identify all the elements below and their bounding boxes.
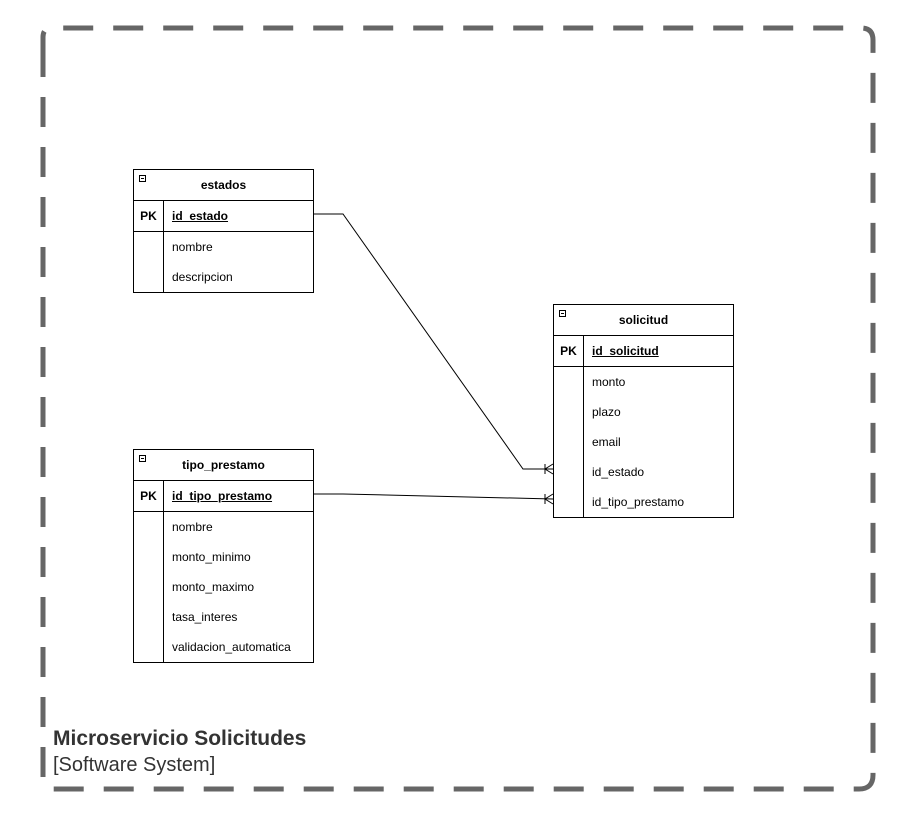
field-row[interactable]: id_estado (592, 465, 645, 479)
collapse-icon[interactable] (139, 455, 146, 462)
field-list: monto plazo email id_estado id_tipo_pres… (554, 367, 733, 517)
field-row[interactable]: id_tipo_prestamo (592, 495, 685, 509)
entity-estados[interactable]: estados PK id_estado nombre descripcion (133, 169, 314, 293)
key-column (554, 367, 584, 517)
key-column (134, 232, 164, 292)
system-boundary-border (40, 25, 876, 792)
collapse-icon[interactable] (559, 310, 566, 317)
entity-title: solicitud (618, 313, 669, 327)
entity-tipo-prestamo[interactable]: tipo_prestamo PK id_tipo_prestamo nombre… (133, 449, 314, 663)
field-list: nombre descripcion (134, 232, 313, 292)
field-list: nombre monto_minimo monto_maximo tasa_in… (134, 512, 313, 662)
entity-title: estados (200, 178, 247, 192)
pk-label: PK (134, 481, 164, 511)
key-column (134, 512, 164, 662)
field-row[interactable]: email (592, 435, 621, 449)
pk-label: PK (134, 201, 164, 231)
collapse-icon[interactable] (139, 175, 146, 182)
pk-row[interactable]: PK id_tipo_prestamo (134, 481, 313, 512)
field-row[interactable]: nombre (172, 240, 213, 254)
system-name: Microservicio Solicitudes (53, 727, 307, 750)
entity-header[interactable]: tipo_prestamo (134, 450, 313, 481)
field-row[interactable]: descripcion (172, 270, 233, 284)
field-row[interactable]: plazo (592, 405, 621, 419)
pk-field: id_solicitud (592, 344, 659, 358)
pk-row[interactable]: PK id_solicitud (554, 336, 733, 367)
system-type: [Software System] (53, 754, 216, 776)
pk-field: id_tipo_prestamo (172, 489, 273, 503)
field-row[interactable]: monto (592, 375, 626, 389)
field-row[interactable]: monto_maximo (172, 580, 255, 594)
pk-field: id_estado (172, 209, 229, 223)
entity-title: tipo_prestamo (182, 458, 265, 472)
field-row[interactable]: monto_minimo (172, 550, 251, 564)
pk-label: PK (554, 336, 584, 366)
system-label: Microservicio Solicitudes [Software Syst… (53, 725, 306, 778)
pk-row[interactable]: PK id_estado (134, 201, 313, 232)
field-row[interactable]: nombre (172, 520, 213, 534)
entity-solicitud[interactable]: solicitud PK id_solicitud monto plazo em… (553, 304, 734, 518)
entity-header[interactable]: estados (134, 170, 313, 201)
entity-header[interactable]: solicitud (554, 305, 733, 336)
field-row[interactable]: tasa_interes (172, 610, 238, 624)
field-row[interactable]: validacion_automatica (172, 640, 291, 654)
